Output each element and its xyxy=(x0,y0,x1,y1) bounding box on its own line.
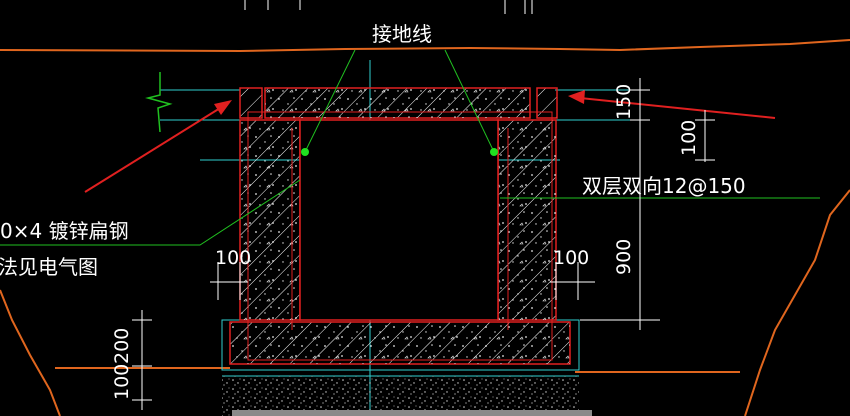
green-dot-icon xyxy=(301,148,309,156)
green-dot-icon xyxy=(490,148,498,156)
dimension-lines xyxy=(132,78,715,410)
dim-wall-left: 100 xyxy=(215,247,251,269)
rebar-spec-label: 双层双向12@150 xyxy=(582,174,746,198)
flat-steel-label: 0×4 镀锌扁钢 xyxy=(0,219,129,243)
ground-line xyxy=(0,39,850,416)
dim-height-900: 900 xyxy=(613,239,635,275)
dim-top-150: 150 xyxy=(613,84,635,120)
red-arrow-icon xyxy=(84,100,232,193)
dim-wall-right: 100 xyxy=(553,247,589,269)
dim-top-100: 100 xyxy=(678,120,700,156)
dim-base-200: 200 xyxy=(111,328,133,364)
see-electrical-label: 敷法见电气图 xyxy=(0,255,98,279)
concrete-structure xyxy=(222,87,592,416)
grounding-wire-label: 接地线 xyxy=(372,22,432,46)
dim-bottom-100: 100 xyxy=(111,364,133,400)
green-leaders xyxy=(0,49,820,246)
red-arrow-icon xyxy=(568,90,776,119)
top-partial-lines xyxy=(244,0,533,14)
break-line-icon xyxy=(145,72,173,133)
